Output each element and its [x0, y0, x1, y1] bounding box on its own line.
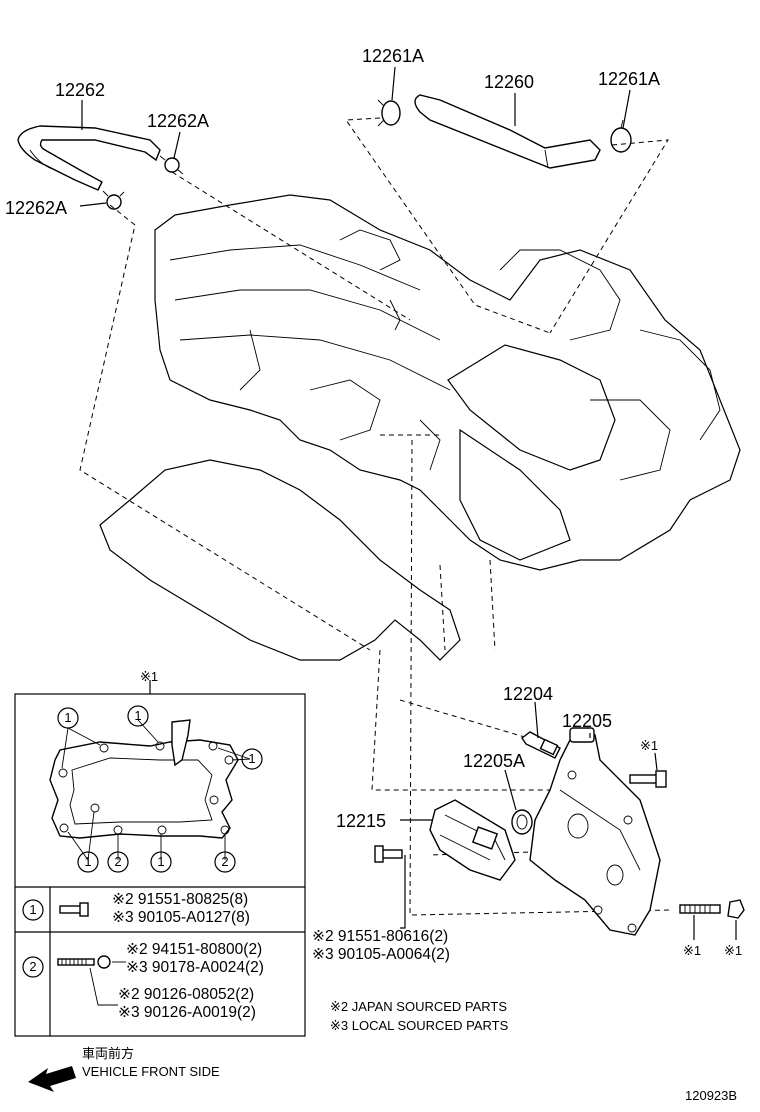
vehicle-front-direction: 車両前方 VEHICLE FRONT SIDE: [28, 1046, 220, 1092]
dashed-leaders-top: [79, 117, 669, 651]
bolt-12215: [374, 845, 403, 863]
callout-1-a: 1: [57, 707, 79, 729]
svg-text:1: 1: [157, 854, 164, 869]
label-12261A-left: 12261A: [362, 46, 424, 66]
part-12215-outlet: [429, 799, 516, 881]
svg-text:2: 2: [114, 854, 121, 869]
callout-1-c: 1: [241, 748, 263, 770]
svg-text:※2 JAPAN SOURCED PARTS: ※2 JAPAN SOURCED PARTS: [330, 999, 507, 1014]
svg-text:※2 91551-80616(2): ※2 91551-80616(2): [312, 928, 448, 945]
svg-text:※2 91551-80825(8): ※2 91551-80825(8): [112, 891, 248, 908]
svg-text:VEHICLE FRONT SIDE: VEHICLE FRONT SIDE: [82, 1064, 220, 1079]
water-outlet-parts: [374, 701, 745, 940]
label-12260: 12260: [484, 72, 534, 92]
mark-stud: ※1: [683, 943, 701, 958]
callout-1-d: 1: [77, 851, 99, 873]
svg-text:※2 94151-80800(2): ※2 94151-80800(2): [126, 941, 262, 958]
svg-text:2: 2: [221, 854, 228, 869]
svg-text:1: 1: [84, 854, 91, 869]
svg-text:※3 LOCAL SOURCED PARTS: ※3 LOCAL SOURCED PARTS: [330, 1018, 509, 1033]
inset-box: 1 1 1 1 2 1 2 1 ※2 91551-80825(8) ※3 901…: [14, 680, 306, 1037]
hose-12260-illustration: [377, 94, 632, 169]
label-12262A-top: 12262A: [147, 111, 209, 131]
svg-text:1: 1: [64, 710, 71, 725]
inset-row-1: 1 ※2 91551-80825(8) ※3 90105-A0127(8): [22, 891, 250, 926]
source-legend: ※2 JAPAN SOURCED PARTS ※3 LOCAL SOURCED …: [330, 999, 509, 1033]
arrow-left-icon: [28, 1066, 76, 1092]
callout-1-e: 1: [150, 851, 172, 873]
bolt-note: ※2 91551-80616(2) ※3 90105-A0064(2): [312, 928, 450, 963]
svg-text:※3 90105-A0127(8): ※3 90105-A0127(8): [112, 909, 250, 926]
inset-row-2: 2 ※2 94151-80800(2) ※3 90178-A0024(2) ※2…: [22, 941, 264, 1021]
svg-text:1: 1: [29, 902, 36, 917]
label-12204: 12204: [503, 684, 553, 704]
svg-text:1: 1: [134, 708, 141, 723]
svg-text:※3 90126-A0019(2): ※3 90126-A0019(2): [118, 1004, 256, 1021]
svg-text:1: 1: [248, 751, 255, 766]
label-12205A: 12205A: [463, 751, 525, 771]
gasket-illustration: [49, 719, 239, 839]
bolt-top-right: [629, 770, 667, 788]
svg-text:2: 2: [29, 959, 36, 974]
svg-text:車両前方: 車両前方: [82, 1046, 134, 1061]
svg-text:※3 90105-A0064(2): ※3 90105-A0064(2): [312, 946, 450, 963]
stud-bolt: [679, 904, 721, 914]
label-12215: 12215: [336, 811, 386, 831]
part-12204-fitting: [521, 731, 561, 759]
figure-id: 120923B: [685, 1088, 737, 1103]
callout-1-b: 1: [127, 705, 149, 727]
engine-block-illustration: [99, 194, 741, 661]
part-12205A-oring: [511, 809, 533, 835]
mark-bolt-top: ※1: [640, 738, 658, 753]
svg-text:※2 90126-08052(2): ※2 90126-08052(2): [118, 986, 254, 1003]
label-12205: 12205: [562, 711, 612, 731]
part-12205-housing: [529, 727, 661, 936]
label-12262A-left: 12262A: [5, 198, 67, 218]
part-labels: 12262 12262A 12262A 12261A 12260 12261A …: [5, 46, 742, 958]
callout-2-b: 2: [214, 851, 236, 873]
label-12262: 12262: [55, 80, 105, 100]
hose-12262-illustration: [17, 125, 184, 210]
mark-inset: ※1: [140, 669, 158, 684]
callout-2-a: 2: [107, 851, 129, 873]
nut: [727, 899, 745, 919]
label-12261A-right: 12261A: [598, 69, 660, 89]
mark-nut: ※1: [724, 943, 742, 958]
svg-text:※3 90178-A0024(2): ※3 90178-A0024(2): [126, 959, 264, 976]
